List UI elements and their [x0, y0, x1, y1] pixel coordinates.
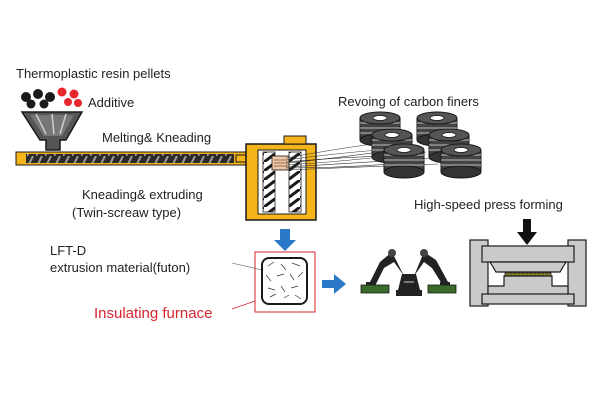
extrusion-material-icon — [261, 257, 308, 305]
press-mold-icon — [469, 239, 587, 307]
melting-label: Melting& Kneading — [102, 130, 211, 145]
lft-label-line2: extrusion material(futon) — [50, 260, 190, 275]
press-label: High-speed press forming — [414, 197, 563, 212]
pellet-hopper-icon — [20, 87, 84, 151]
robot-arm-icon — [360, 249, 457, 296]
kneading-label-line2: (Twin-screaw type) — [72, 205, 181, 220]
twin-screw-icon — [245, 135, 317, 221]
carbon-fiber-roll-icon — [359, 111, 482, 179]
furnace-label: Insulating furnace — [94, 305, 212, 322]
extruder-screw-icon — [15, 151, 249, 166]
down-arrow-icon — [274, 229, 296, 251]
press-down-arrow-icon — [517, 219, 537, 245]
carbon-fiber-label: Revoing of carbon finers — [338, 94, 479, 109]
additive-label: Additive — [88, 95, 134, 110]
kneading-label-line1: Kneading& extruding — [82, 187, 203, 202]
pellets-label: Thermoplastic resin pellets — [16, 66, 171, 81]
lft-label-line1: LFT-D — [50, 243, 86, 258]
right-arrow-icon — [322, 274, 346, 294]
